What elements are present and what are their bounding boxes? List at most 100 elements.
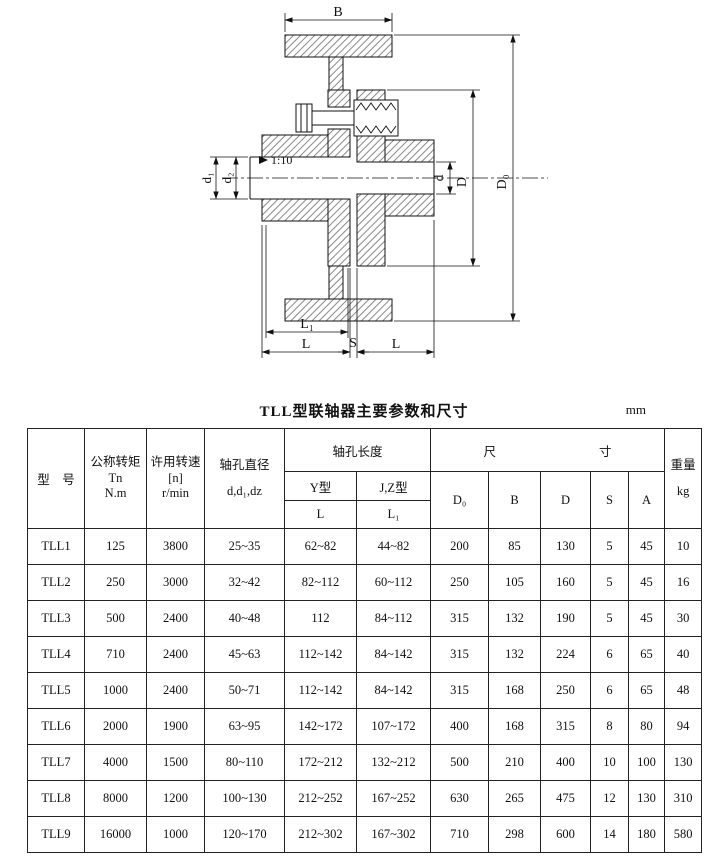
speed-line1: 许用转速 [150, 455, 201, 470]
table-cell: TLL2 [27, 564, 85, 601]
table-cell: 1000 [84, 672, 147, 709]
table-cell: 10 [590, 744, 630, 781]
torque-line1: 公称转矩 [90, 455, 141, 470]
table-cell: 168 [488, 672, 542, 709]
table-cell: 44~82 [355, 528, 432, 565]
table-cell: 105 [488, 564, 542, 601]
left-hub [261, 134, 329, 222]
dim-L-S-L [261, 220, 435, 358]
col-header-weight: 重量 kg [664, 428, 703, 529]
col-header-S: S [590, 471, 630, 529]
table-cell: 167~252 [355, 780, 432, 817]
weight-line2: kg [676, 483, 690, 498]
table-cell: 315 [540, 708, 592, 745]
col-header-speed: 许用转速 [n] r/min [146, 428, 205, 529]
table-cell: 16000 [84, 816, 147, 853]
table-cell: 6 [590, 672, 630, 709]
table-cell: 120~170 [204, 816, 285, 853]
left-flange [327, 89, 351, 267]
table-cell: 400 [540, 744, 592, 781]
dim-label-d1: d₁ [199, 172, 214, 183]
table-cell: 14 [590, 816, 630, 853]
table-cell: 50~71 [204, 672, 285, 709]
table-cell: 84~142 [355, 636, 432, 673]
table-cell: 45~63 [204, 636, 285, 673]
table-cell: TLL1 [27, 528, 85, 565]
dim-label-S: S [349, 336, 357, 351]
table-cell: 167~302 [355, 816, 432, 853]
table-cell: 315 [430, 600, 490, 637]
table-cell: 65 [628, 672, 666, 709]
table-cell: 40 [664, 636, 703, 673]
table-cell: 132 [488, 636, 542, 673]
table-cell: 265 [488, 780, 542, 817]
table-cell: 62~82 [284, 528, 357, 565]
table-cell: 30 [664, 600, 703, 637]
dim-D0 [394, 34, 520, 322]
table-cell: 80~110 [204, 744, 285, 781]
col-header-torque: 公称转矩 Tn N.m [84, 428, 147, 529]
table-cell: 84~112 [355, 600, 432, 637]
dim-label-d: d [431, 174, 446, 181]
table-cell: 210 [488, 744, 542, 781]
table-cell: 500 [84, 600, 147, 637]
table-cell: TLL9 [27, 816, 85, 853]
table-cell: 710 [430, 816, 490, 853]
table-cell: 1900 [146, 708, 205, 745]
col-header-D0: D₀ [430, 471, 490, 529]
table-cell: 65 [628, 636, 666, 673]
dim-label-L1: L₁ [300, 317, 313, 332]
table-cell: 600 [540, 816, 592, 853]
torque-line2: Tn [108, 470, 123, 485]
col-header-bore-dia: 轴孔直径 d,d₁,dz [204, 428, 285, 529]
dims-char-right: 寸 [599, 444, 612, 459]
table-cell: 3000 [146, 564, 205, 601]
table-cell: 5 [590, 564, 630, 601]
dim-label-L-left: L [302, 337, 311, 352]
bore-line1: 轴孔直径 [219, 457, 270, 472]
parameters-table: 型 号 公称转矩 Tn N.m 许用转速 [n] r/min 轴孔直径 d,d₁… [27, 428, 703, 853]
table-cell: 5 [590, 528, 630, 565]
group-header-bore-length: 轴孔长度 [283, 428, 432, 472]
col-header-L1: L₁ [355, 500, 432, 529]
table-cell: 63~95 [204, 708, 285, 745]
table-cell: 212~302 [284, 816, 357, 853]
right-hub [384, 139, 435, 217]
table-cell: 10 [664, 528, 703, 565]
weight-line1: 重量 [670, 457, 696, 472]
table-cell: 1500 [146, 744, 205, 781]
table-cell: TLL7 [27, 744, 85, 781]
table-title-row: TLL型联轴器主要参数和尺寸 mm [27, 400, 701, 422]
dims-char-left: 尺 [483, 444, 497, 459]
table-cell: TLL3 [27, 600, 85, 637]
table-cell: 112~142 [284, 672, 357, 709]
col-header-L: L [284, 500, 357, 529]
dim-label-D: D [455, 177, 470, 187]
table-cell: 1000 [146, 816, 205, 853]
table-cell: 85 [488, 528, 542, 565]
table-cell: 112~142 [284, 636, 357, 673]
table-cell: 168 [488, 708, 542, 745]
dim-L1 [265, 225, 349, 338]
dim-B [284, 13, 393, 32]
speed-line3: r/min [161, 486, 190, 501]
table-cell: 315 [430, 636, 490, 673]
table-cell: 200 [430, 528, 490, 565]
table-cell: 112 [284, 600, 357, 637]
right-shaft-bore [385, 161, 435, 195]
table-cell: 132~212 [355, 744, 432, 781]
col-header-jz-type: J,Z型 [355, 471, 432, 501]
table-cell: 16 [664, 564, 703, 601]
table-cell: 130 [540, 528, 592, 565]
table-cell: 580 [664, 816, 703, 853]
col-header-B: B [488, 471, 542, 529]
